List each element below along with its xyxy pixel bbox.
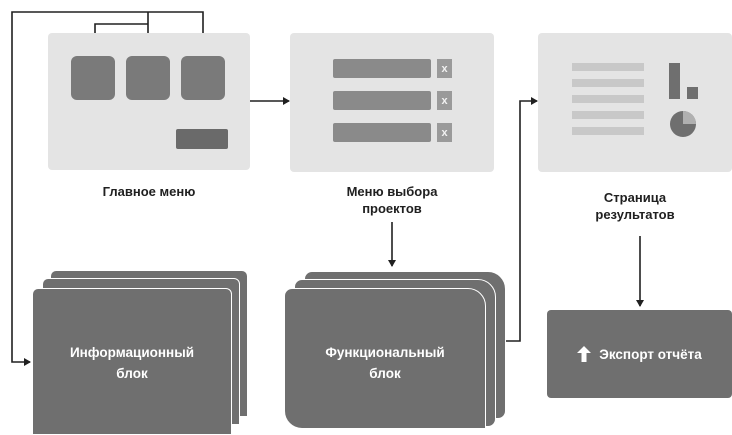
result-line-4 xyxy=(572,111,644,119)
project-menu-caption-line1: Меню выбора xyxy=(346,184,438,199)
menu-square-3 xyxy=(181,56,225,100)
result-line-1 xyxy=(572,63,644,71)
bar-chart-icon xyxy=(669,63,701,101)
project-menu-caption-line2: проектов xyxy=(362,201,422,216)
menu-button xyxy=(176,129,228,149)
functional-block-line2: блок xyxy=(369,366,401,381)
connector-functional-to-results xyxy=(506,97,538,342)
info-block-line2: блок xyxy=(116,366,148,381)
project-bar-2 xyxy=(333,91,431,110)
export-report-button[interactable]: Экспорт отчёта xyxy=(547,310,732,398)
main-menu-mockup xyxy=(48,33,250,170)
results-caption-line1: Страница xyxy=(603,190,667,205)
delete-icon: x xyxy=(437,91,452,110)
results-page-mockup xyxy=(538,33,732,172)
result-line-3 xyxy=(572,95,644,103)
result-line-5 xyxy=(572,127,644,135)
info-block-line1: Информационный xyxy=(69,345,195,360)
export-report-label: Экспорт отчёта xyxy=(599,346,702,362)
info-block-label: Информационный блок xyxy=(33,342,231,384)
arrow-up-icon xyxy=(577,346,592,362)
results-page-caption: Страница результатов xyxy=(538,189,732,223)
main-menu-caption: Главное меню xyxy=(102,184,196,199)
result-line-2 xyxy=(572,79,644,87)
pie-chart-icon xyxy=(670,111,696,137)
project-bar-3 xyxy=(333,123,431,142)
functional-block-line1: Функциональный xyxy=(325,345,445,360)
project-menu-mockup: x x x xyxy=(290,33,494,172)
delete-icon: x xyxy=(437,123,452,142)
functional-block: Функциональный блок xyxy=(284,288,486,429)
menu-square-1 xyxy=(71,56,115,100)
info-block: Информационный блок xyxy=(32,288,232,435)
functional-block-label: Функциональный блок xyxy=(285,342,485,384)
project-bar-1 xyxy=(333,59,431,78)
project-menu-caption: Меню выбора проектов xyxy=(290,183,494,217)
results-caption-line2: результатов xyxy=(595,207,675,222)
menu-square-2 xyxy=(126,56,170,100)
delete-icon: x xyxy=(437,59,452,78)
